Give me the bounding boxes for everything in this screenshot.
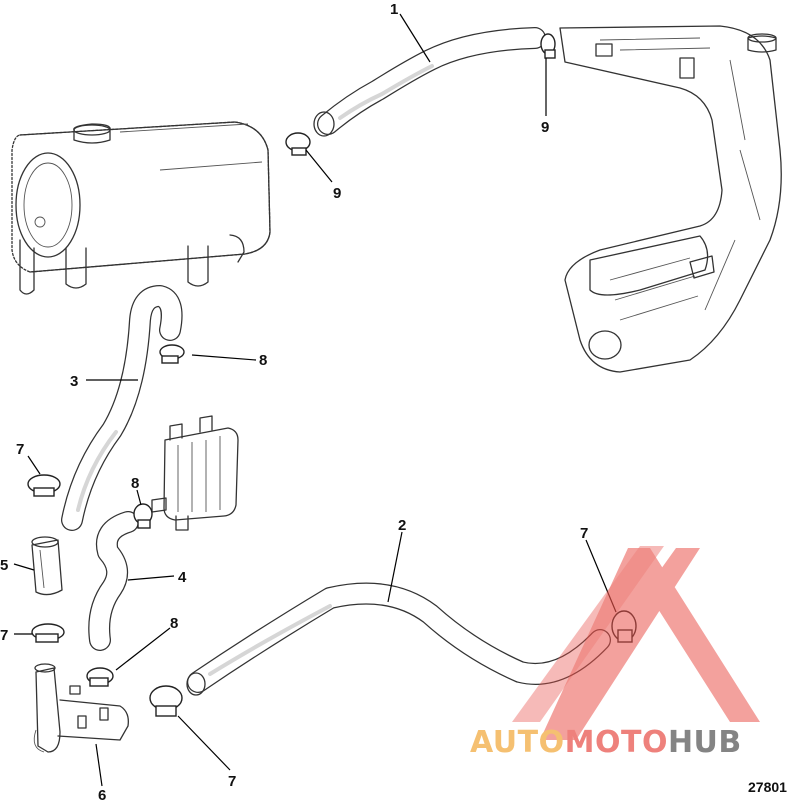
clamp-7-lower-left bbox=[31, 623, 65, 643]
callout-7-lower-left: 7 bbox=[0, 627, 8, 644]
thermostat-housing-manifold bbox=[559, 25, 782, 373]
callout-9-upper: 9 bbox=[541, 119, 549, 136]
svg-text:AUTOMOTOHUB: AUTOMOTOHUB bbox=[470, 725, 742, 760]
callout-7-right: 7 bbox=[580, 525, 588, 542]
reference-number: 27801 bbox=[748, 779, 787, 795]
callout-labels: 1 9 9 3 8 7 8 5 4 2 7 7 8 6 7 bbox=[0, 1, 588, 802]
hose-coupler bbox=[31, 536, 63, 596]
hose-3 bbox=[61, 285, 183, 531]
callout-7-left: 7 bbox=[16, 441, 24, 458]
watermark-hub: HUB bbox=[668, 725, 742, 760]
callout-8-top: 8 bbox=[259, 352, 267, 369]
watermark-moto: MOTO bbox=[565, 725, 668, 760]
hose-4 bbox=[88, 511, 139, 651]
clamp-8-top bbox=[159, 344, 185, 364]
tee-fitting bbox=[33, 663, 129, 753]
callout-9-lower: 9 bbox=[333, 185, 341, 202]
callout-1: 1 bbox=[390, 1, 398, 18]
callout-6: 6 bbox=[98, 787, 106, 802]
clamp-9-upper bbox=[540, 33, 556, 59]
watermark-triangle-icon bbox=[540, 548, 760, 740]
callout-4: 4 bbox=[178, 569, 187, 586]
callout-7-bottom: 7 bbox=[228, 773, 236, 790]
callout-2: 2 bbox=[398, 517, 406, 534]
clamp-8-mid bbox=[133, 503, 153, 529]
watermark-logo: AUTOMOTOHUB bbox=[470, 546, 760, 760]
callout-8-bottom: 8 bbox=[170, 615, 178, 632]
clamp-7-left bbox=[27, 474, 61, 497]
callout-5: 5 bbox=[0, 557, 8, 574]
heat-exchanger-reservoir bbox=[11, 121, 271, 295]
callout-3: 3 bbox=[70, 373, 78, 390]
clamp-9-lower bbox=[285, 132, 311, 156]
watermark-auto: AUTO bbox=[470, 725, 565, 760]
hose-2 bbox=[186, 582, 611, 696]
hose-1 bbox=[313, 27, 546, 137]
callout-8-mid: 8 bbox=[131, 475, 139, 492]
distribution-block bbox=[151, 415, 239, 531]
clamp-7-bottom bbox=[149, 685, 183, 717]
clamp-8-bottom bbox=[86, 667, 114, 687]
